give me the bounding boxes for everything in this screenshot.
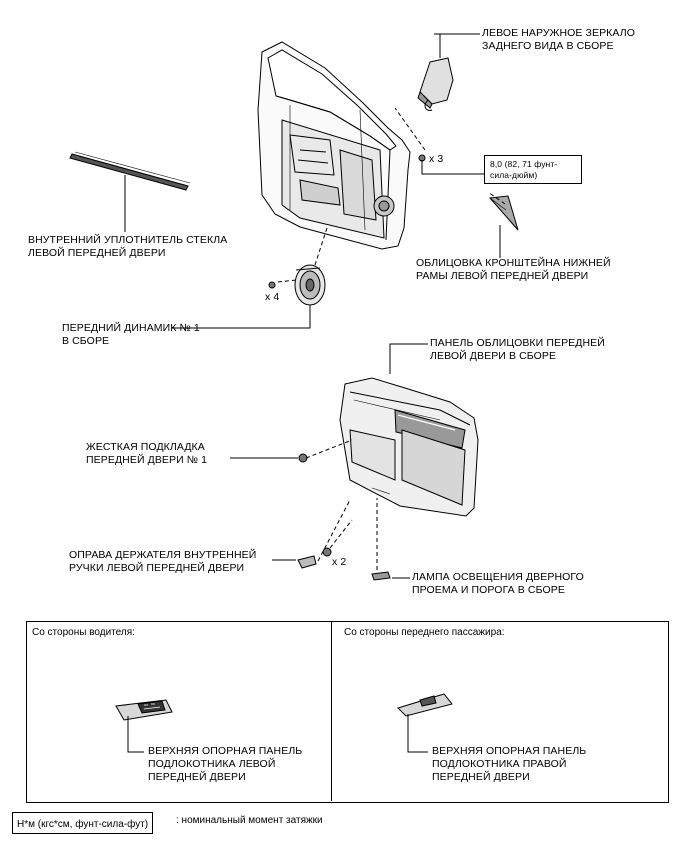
legend-unit-text: Н*м (кгс*см, фунт-сила-фут) <box>17 819 149 830</box>
label-mirror: ЛЕВОЕ НАРУЖНОЕ ЗЕРКАЛО ЗАДНЕГО ВИДА В СБ… <box>482 27 635 53</box>
label-bracket-cover-line2: РАМЫ ЛЕВОЙ ПЕРЕДНЕЙ ДВЕРИ <box>416 270 589 282</box>
weatherstrip-illustration <box>69 151 191 191</box>
label-bracket-cover: ОБЛИЦОВКА КРОНШТЕЙНА НИЖНЕЙ РАМЫ ЛЕВОЙ П… <box>416 257 611 283</box>
torque-value: 8,0 (82, 71 фунт- сила-дюйм) <box>490 159 557 181</box>
label-weatherstrip: ВНУТРЕННИЙ УПЛОТНИТЕЛЬ СТЕКЛА ЛЕВОЙ ПЕРЕ… <box>28 234 227 260</box>
label-weatherstrip-line1: ВНУТРЕННИЙ УПЛОТНИТЕЛЬ СТЕКЛА <box>28 234 228 246</box>
legend-description: : номинальный момент затяжки <box>176 815 323 826</box>
label-bracket-cover-line1: ОБЛИЦОВКА КРОНШТЕЙНА НИЖНЕЙ <box>416 257 611 269</box>
label-armrest-right: ВЕРХНЯЯ ОПОРНАЯ ПАНЕЛЬ ПОДЛОКОТНИКА ПРАВ… <box>432 745 586 784</box>
qty-x4: x 4 <box>265 291 280 303</box>
label-pad-line2: ПЕРЕДНЕЙ ДВЕРИ № 1 <box>86 454 208 466</box>
label-speaker: ПЕРЕДНИЙ ДИНАМИК № 1 В СБОРЕ <box>62 322 200 348</box>
passenger-side-header: Со стороны переднего пассажира: <box>344 627 505 638</box>
label-lamp: ЛАМПА ОСВЕЩЕНИЯ ДВЕРНОГО ПРОЕМА И ПОРОГА… <box>412 571 584 597</box>
label-speaker-line1: ПЕРЕДНИЙ ДИНАМИК № 1 <box>62 322 200 334</box>
label-armrest-right-line3: ПЕРЕДНЕЙ ДВЕРИ <box>432 771 530 783</box>
armrest-left-illustration <box>115 699 173 753</box>
torque-line1: 8,0 (82, 71 фунт- <box>490 159 558 169</box>
label-lamp-line2: ПРОЕМА И ПОРОГА В СБОРЕ <box>412 584 565 596</box>
mirror-illustration <box>417 33 454 111</box>
screws <box>268 154 426 557</box>
label-handle-bezel-line2: РУЧКИ ЛЕВОЙ ПЕРЕДНЕЙ ДВЕРИ <box>69 562 245 574</box>
leader-lines <box>124 33 501 579</box>
label-trim-panel-line1: ПАНЕЛЬ ОБЛИЦОВКИ ПЕРЕДНЕЙ <box>430 337 605 349</box>
label-pad-line1: ЖЕСТКАЯ ПОДКЛАДКА <box>86 441 205 453</box>
side-views-divider <box>331 621 332 801</box>
label-lamp-line1: ЛАМПА ОСВЕЩЕНИЯ ДВЕРНОГО <box>412 571 584 583</box>
label-armrest-left-line2: ПОДЛОКОТНИКА ЛЕВОЙ <box>148 758 276 770</box>
lamp-illustration <box>371 571 391 581</box>
side-views-frame <box>26 621 669 803</box>
label-weatherstrip-line2: ЛЕВОЙ ПЕРЕДНЕЙ ДВЕРИ <box>28 247 166 259</box>
armrest-right-illustration <box>397 693 453 753</box>
trim-panel-illustration <box>339 377 479 517</box>
label-armrest-left: ВЕРХНЯЯ ОПОРНАЯ ПАНЕЛЬ ПОДЛОКОТНИКА ЛЕВО… <box>148 745 302 784</box>
label-pad: ЖЕСТКАЯ ПОДКЛАДКА ПЕРЕДНЕЙ ДВЕРИ № 1 <box>86 441 207 467</box>
driver-side-header: Со стороны водителя: <box>32 627 135 638</box>
label-armrest-right-line2: ПОДЛОКОТНИКА ПРАВОЙ <box>432 758 567 770</box>
label-mirror-line1: ЛЕВОЕ НАРУЖНОЕ ЗЕРКАЛО <box>482 27 635 39</box>
speaker-illustration <box>294 264 326 306</box>
dashed-guides <box>277 107 506 570</box>
label-armrest-left-line3: ПЕРЕДНЕЙ ДВЕРИ <box>148 771 246 783</box>
qty-x2: x 2 <box>332 556 347 568</box>
handle-bezel-illustration <box>297 555 317 569</box>
qty-x3: x 3 <box>429 153 444 165</box>
label-handle-bezel-line1: ОПРАВА ДЕРЖАТЕЛЯ ВНУТРЕННЕЙ <box>69 549 257 561</box>
label-trim-panel: ПАНЕЛЬ ОБЛИЦОВКИ ПЕРЕДНЕЙ ЛЕВОЙ ДВЕРИ В … <box>430 337 605 363</box>
label-trim-panel-line2: ЛЕВОЙ ДВЕРИ В СБОРЕ <box>430 350 557 362</box>
torque-box: 8,0 (82, 71 фунт- сила-дюйм) <box>484 155 582 184</box>
door-frame-illustration <box>257 41 411 250</box>
bracket-cover-illustration <box>488 195 519 231</box>
torque-line2: сила-дюйм) <box>490 170 538 180</box>
label-speaker-line2: В СБОРЕ <box>62 335 110 347</box>
label-armrest-right-line1: ВЕРХНЯЯ ОПОРНАЯ ПАНЕЛЬ <box>432 745 587 757</box>
label-handle-bezel: ОПРАВА ДЕРЖАТЕЛЯ ВНУТРЕННЕЙ РУЧКИ ЛЕВОЙ … <box>69 549 256 575</box>
legend-unit-box: Н*м (кгс*см, фунт-сила-фут) <box>12 812 154 834</box>
label-mirror-line2: ЗАДНЕГО ВИДА В СБОРЕ <box>482 40 614 52</box>
label-armrest-left-line1: ВЕРХНЯЯ ОПОРНАЯ ПАНЕЛЬ <box>148 745 303 757</box>
